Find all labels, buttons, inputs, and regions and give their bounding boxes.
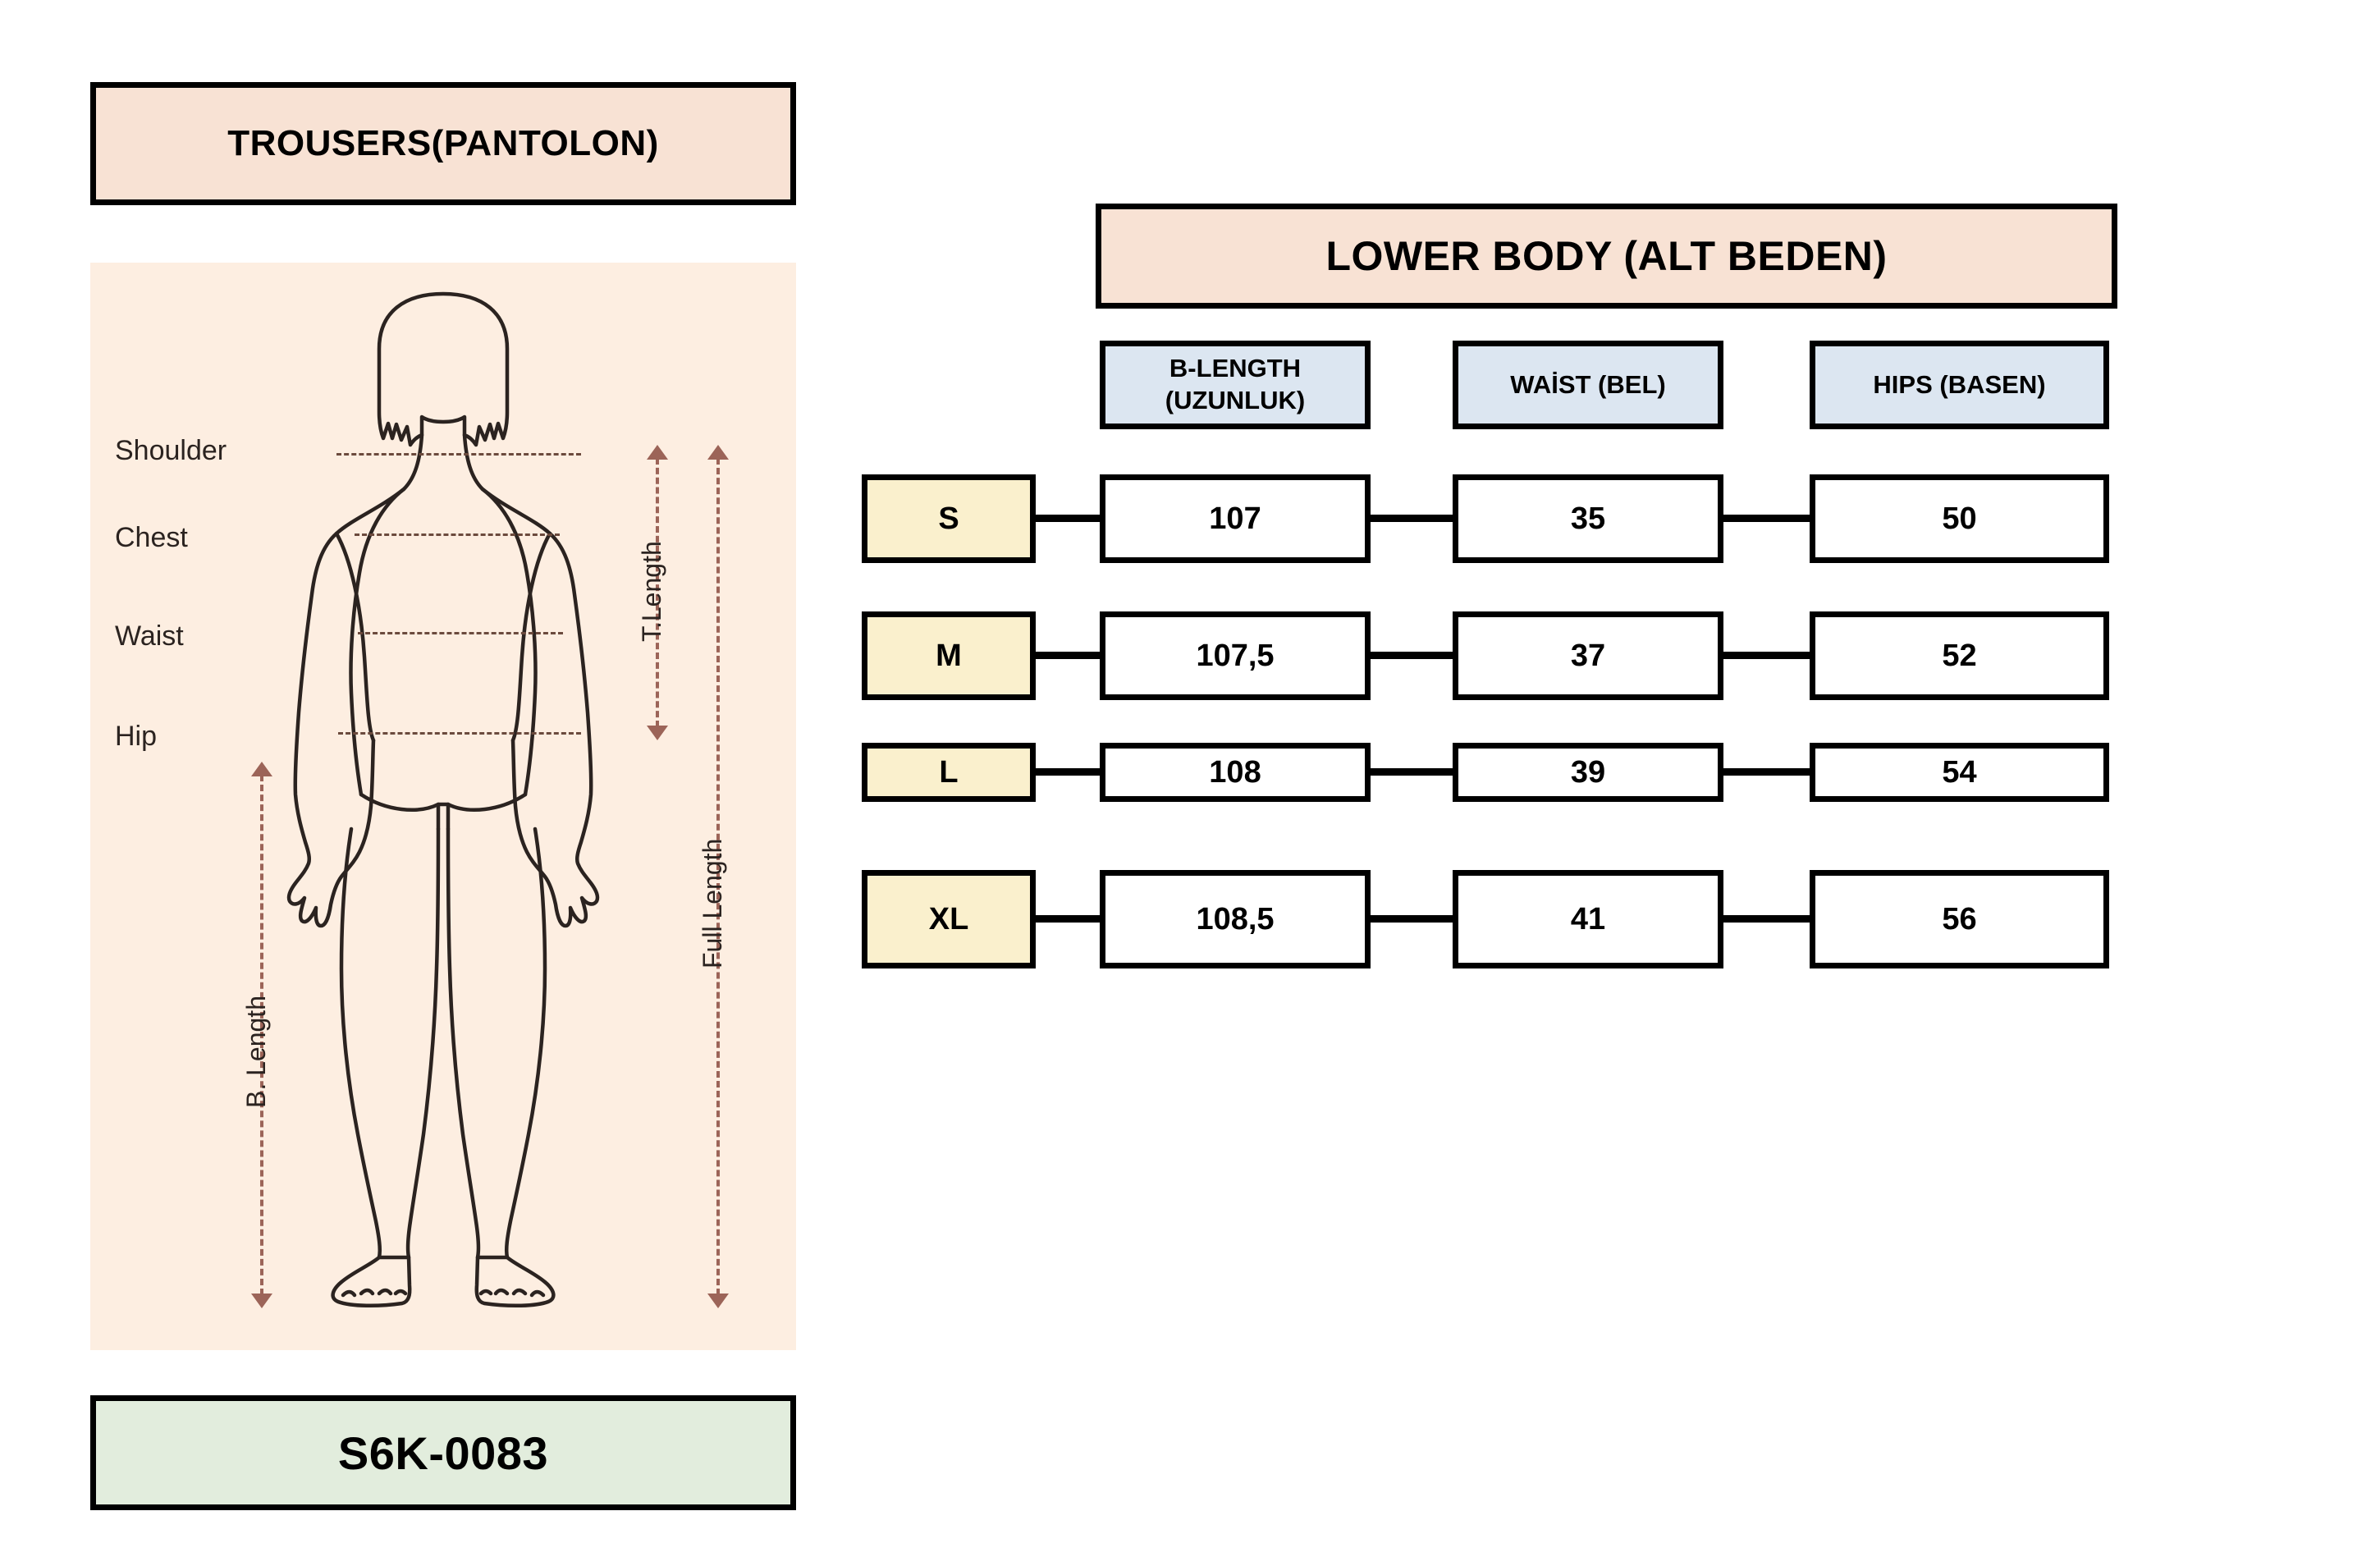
- size-cell-m-text: M: [936, 638, 962, 673]
- value-b-length-l: 108: [1209, 754, 1261, 790]
- b-length-label: B. Length: [241, 996, 271, 1108]
- size-cell-m: M: [862, 611, 1036, 700]
- row-connector: [1036, 915, 1100, 923]
- column-header-b-length: B-LENGTH (UZUNLUK): [1100, 341, 1371, 429]
- column-header-b-length-line1: B-LENGTH: [1169, 354, 1302, 383]
- size-cell-l: L: [862, 743, 1036, 802]
- size-cell-xl: XL: [862, 870, 1036, 968]
- value-b-length-xl: 108,5: [1196, 901, 1275, 936]
- garment-title-banner: TROUSERS(PANTOLON): [90, 82, 796, 205]
- value-cell-b-length-m: 107,5: [1100, 611, 1371, 700]
- row-connector: [1371, 768, 1453, 776]
- value-waist-l: 39: [1570, 754, 1606, 790]
- row-connector: [1371, 915, 1453, 923]
- value-hips-s: 50: [1942, 501, 1977, 536]
- value-waist-xl: 41: [1570, 901, 1606, 936]
- value-cell-waist-xl: 41: [1453, 870, 1723, 968]
- value-cell-b-length-s: 107: [1100, 474, 1371, 563]
- product-code-banner: S6K-0083: [90, 1395, 796, 1510]
- column-header-hips: HIPS (BASEN): [1810, 341, 2109, 429]
- column-header-b-length-line2: (UZUNLUK): [1165, 386, 1306, 414]
- row-connector: [1723, 652, 1810, 659]
- value-cell-waist-m: 37: [1453, 611, 1723, 700]
- size-cell-s: S: [862, 474, 1036, 563]
- figure-label-hip: Hip: [115, 721, 158, 752]
- size-cell-l-text: L: [939, 754, 959, 790]
- value-waist-m: 37: [1570, 638, 1606, 673]
- row-connector: [1723, 915, 1810, 923]
- shoulder-measure-line: [336, 453, 581, 456]
- column-header-waist-text: WAİST (BEL): [1510, 369, 1666, 399]
- t-length-arrow: [647, 445, 668, 740]
- garment-title-text: TROUSERS(PANTOLON): [227, 123, 659, 163]
- full-length-arrow: [707, 445, 729, 1308]
- value-cell-b-length-l: 108: [1100, 743, 1371, 802]
- value-b-length-s: 107: [1209, 501, 1261, 536]
- lower-body-banner-text: LOWER BODY (ALT BEDEN): [1325, 233, 1888, 279]
- value-cell-b-length-xl: 108,5: [1100, 870, 1371, 968]
- row-connector: [1723, 515, 1810, 522]
- product-code-text: S6K-0083: [337, 1426, 549, 1479]
- value-hips-l: 54: [1942, 754, 1977, 790]
- full-length-label: Full Length: [698, 838, 727, 968]
- row-connector: [1036, 652, 1100, 659]
- t-length-label: T.Length: [637, 541, 666, 642]
- value-cell-hips-s: 50: [1810, 474, 2109, 563]
- value-hips-m: 52: [1942, 638, 1977, 673]
- hip-measure-line: [338, 732, 581, 735]
- b-length-arrow: [251, 762, 272, 1308]
- waist-measure-line: [358, 632, 563, 634]
- value-waist-s: 35: [1570, 501, 1606, 536]
- size-cell-xl-text: XL: [928, 901, 969, 936]
- figure-label-chest: Chest: [115, 522, 188, 553]
- value-b-length-m: 107,5: [1196, 638, 1275, 673]
- column-header-hips-text: HIPS (BASEN): [1873, 369, 2046, 399]
- value-hips-xl: 56: [1942, 901, 1977, 936]
- value-cell-hips-xl: 56: [1810, 870, 2109, 968]
- value-cell-waist-s: 35: [1453, 474, 1723, 563]
- figure-label-shoulder: Shoulder: [115, 435, 227, 466]
- value-cell-hips-l: 54: [1810, 743, 2109, 802]
- body-figure-panel: Shoulder Chest Waist Hip T.Length Full L…: [90, 263, 796, 1350]
- female-body-outline-icon: [286, 291, 600, 1308]
- row-connector: [1036, 768, 1100, 776]
- row-connector: [1723, 768, 1810, 776]
- row-connector: [1371, 652, 1453, 659]
- column-header-waist: WAİST (BEL): [1453, 341, 1723, 429]
- lower-body-banner: LOWER BODY (ALT BEDEN): [1096, 204, 2117, 309]
- row-connector: [1371, 515, 1453, 522]
- value-cell-hips-m: 52: [1810, 611, 2109, 700]
- value-cell-waist-l: 39: [1453, 743, 1723, 802]
- size-cell-s-text: S: [938, 501, 959, 536]
- figure-label-waist: Waist: [115, 620, 184, 652]
- chest-measure-line: [355, 533, 560, 536]
- row-connector: [1036, 515, 1100, 522]
